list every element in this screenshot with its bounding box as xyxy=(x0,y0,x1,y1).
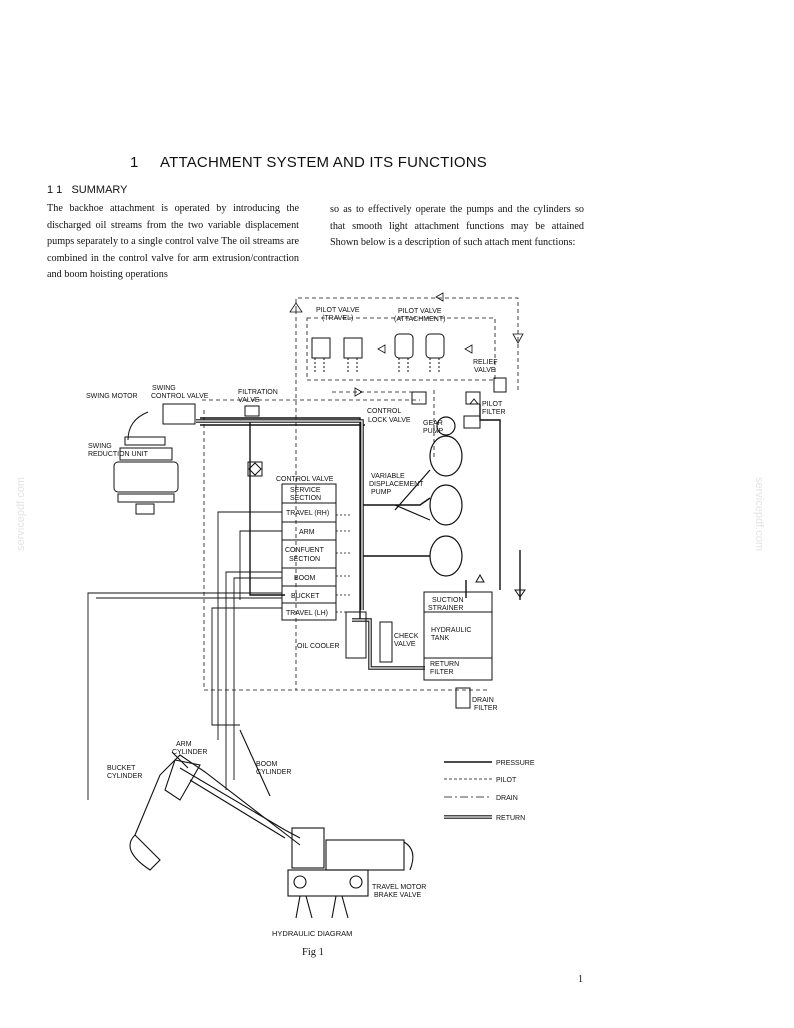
svg-text:TANK: TANK xyxy=(431,635,449,642)
svg-text:DRAIN: DRAIN xyxy=(496,795,518,802)
svg-text:DRAIN: DRAIN xyxy=(472,697,494,704)
svg-text:CYLINDER: CYLINDER xyxy=(172,749,207,756)
svg-text:TRAVEL (LH): TRAVEL (LH) xyxy=(286,610,328,617)
svg-text:BUCKET: BUCKET xyxy=(107,765,136,772)
pumps xyxy=(394,416,463,577)
svg-text:FILTER: FILTER xyxy=(482,409,506,416)
svg-text:VALVE: VALVE xyxy=(394,641,416,648)
svg-text:PILOT VALVE: PILOT VALVE xyxy=(316,307,360,314)
figure-caption: Fig 1 xyxy=(302,947,324,958)
svg-text:VALVE: VALVE xyxy=(474,367,496,374)
svg-text:RETURN: RETURN xyxy=(430,661,459,668)
summary-paragraph-left: The backhoe attachment is operated by in… xyxy=(47,203,299,281)
svg-text:PUMP: PUMP xyxy=(371,489,392,496)
pilot-lines xyxy=(202,297,519,691)
svg-text:SECTION: SECTION xyxy=(289,556,320,563)
pressure-lines xyxy=(200,404,521,620)
svg-text:SWING: SWING xyxy=(152,385,176,392)
svg-text:HYDRAULIC DIAGRAM: HYDRAULIC DIAGRAM xyxy=(272,929,352,938)
control-valve-ports xyxy=(336,514,352,613)
svg-text:VARIABLE: VARIABLE xyxy=(371,473,405,480)
chapter-title: ATTACHMENT SYSTEM AND ITS FUNCTIONS xyxy=(160,154,488,171)
svg-text:SERVICE: SERVICE xyxy=(290,487,321,494)
svg-text:GEAR: GEAR xyxy=(423,420,443,427)
control-valve-block xyxy=(281,483,337,621)
pilot-arrows xyxy=(289,292,524,397)
filtration-valve-symbol xyxy=(244,405,260,417)
center-filter-symbol xyxy=(247,461,263,477)
svg-text:ARM: ARM xyxy=(299,529,315,536)
svg-text:BRAKE VALVE: BRAKE VALVE xyxy=(374,892,422,899)
svg-text:VALVE: VALVE xyxy=(238,397,260,404)
svg-text:PILOT: PILOT xyxy=(496,777,517,784)
svg-text:ARM: ARM xyxy=(176,741,192,748)
svg-text:(ATTACHMENT): (ATTACHMENT) xyxy=(394,316,445,323)
svg-text:SUCTION: SUCTION xyxy=(432,597,464,604)
svg-text:CYLINDER: CYLINDER xyxy=(107,773,142,780)
svg-text:(TRAVEL): (TRAVEL) xyxy=(322,315,353,322)
diagram-labels: PILOT VALVE (TRAVEL) PILOT VALVE (ATTACH… xyxy=(86,307,535,938)
svg-text:TRAVEL (RH): TRAVEL (RH) xyxy=(286,510,329,517)
svg-text:FILTER: FILTER xyxy=(430,669,454,676)
svg-text:BOOM: BOOM xyxy=(294,575,316,582)
svg-text:REDUCTION UNIT: REDUCTION UNIT xyxy=(88,451,149,458)
svg-text:PILOT VALVE: PILOT VALVE xyxy=(398,308,442,315)
section-heading: 1 1 SUMMARY xyxy=(47,184,128,196)
swing-motor-symbol xyxy=(113,403,196,515)
svg-text:DISPLACEMENT: DISPLACEMENT xyxy=(369,481,424,488)
svg-text:BUCKET: BUCKET xyxy=(291,593,320,600)
svg-text:CONTROL VALVE: CONTROL VALVE xyxy=(276,476,334,483)
svg-text:TRAVEL MOTOR: TRAVEL MOTOR xyxy=(372,884,426,891)
svg-text:PUMP: PUMP xyxy=(423,428,444,435)
svg-text:CYLINDER: CYLINDER xyxy=(256,769,291,776)
svg-text:BOOM: BOOM xyxy=(256,761,278,768)
svg-text:HYDRAULIC: HYDRAULIC xyxy=(431,627,471,634)
svg-text:RELIEF: RELIEF xyxy=(473,359,498,366)
svg-text:CONTROL: CONTROL xyxy=(367,408,401,415)
svg-text:SECTION: SECTION xyxy=(290,495,321,502)
svg-text:SWING: SWING xyxy=(88,443,112,450)
summary-paragraph-right: so as to effectively operate the pumps a… xyxy=(330,204,584,249)
cylinder-lines xyxy=(87,511,282,800)
svg-text:SWING MOTOR: SWING MOTOR xyxy=(86,393,138,400)
svg-text:STRAINER: STRAINER xyxy=(428,605,463,612)
svg-text:PRESSURE: PRESSURE xyxy=(496,760,535,767)
return-lines xyxy=(196,419,425,670)
relief-valve-symbol xyxy=(463,377,507,429)
pilot-valve-travel-symbol xyxy=(311,337,363,372)
hydraulic-tank-symbol xyxy=(345,573,526,709)
line-legend xyxy=(444,761,492,819)
svg-text:CHECK: CHECK xyxy=(394,633,419,640)
svg-text:RETURN: RETURN xyxy=(496,815,525,822)
page-number: 1 xyxy=(578,974,583,985)
chapter-number: 1 xyxy=(130,154,139,171)
svg-text:CONFUENT: CONFUENT xyxy=(285,547,325,554)
svg-text:CONTROL VALVE: CONTROL VALVE xyxy=(151,393,209,400)
svg-text:FILTRATION: FILTRATION xyxy=(238,389,278,396)
excavator-drawing xyxy=(129,729,414,919)
pilot-valve-attachment-symbol xyxy=(394,333,445,372)
control-lock-valve-symbol xyxy=(411,391,427,405)
svg-text:LOCK VALVE: LOCK VALVE xyxy=(368,417,411,424)
svg-text:OIL COOLER: OIL COOLER xyxy=(297,643,340,650)
svg-text:FILTER: FILTER xyxy=(474,705,498,712)
svg-text:PILOT: PILOT xyxy=(482,401,503,408)
